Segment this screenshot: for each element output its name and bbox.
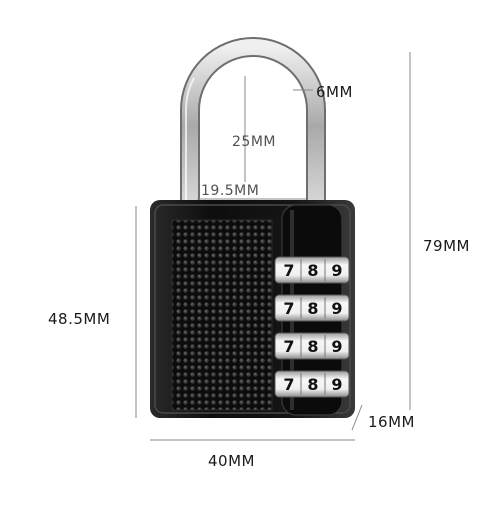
shackle-diameter-label: 6MM xyxy=(316,83,353,101)
body-width-label: 40MM xyxy=(208,452,255,470)
wheel-digit: 8 xyxy=(307,299,318,318)
wheel-digit: 7 xyxy=(283,375,294,394)
shackle xyxy=(180,37,326,205)
total-height-label: 79MM xyxy=(423,237,470,255)
wheel-digit: 9 xyxy=(331,337,342,356)
wheel-digit: 8 xyxy=(307,375,318,394)
wheel-digit: 8 xyxy=(307,337,318,356)
wheel-digit: 9 xyxy=(331,261,342,280)
dimension-lines xyxy=(135,52,411,441)
shackle-width-label: 19.5MM xyxy=(201,183,260,199)
wheel-digit: 7 xyxy=(283,299,294,318)
wheel-digit: 9 xyxy=(331,375,342,394)
body-depth-label: 16MM xyxy=(368,413,415,431)
wheel-digit: 7 xyxy=(283,337,294,356)
body-height-label: 48.5MM xyxy=(48,310,111,328)
wheel-digit: 9 xyxy=(331,299,342,318)
textured-panel xyxy=(171,219,273,411)
shackle-clearance-label: 25MM xyxy=(232,134,276,150)
wheel-digit: 7 xyxy=(283,261,294,280)
wheel-digit: 8 xyxy=(307,261,318,280)
